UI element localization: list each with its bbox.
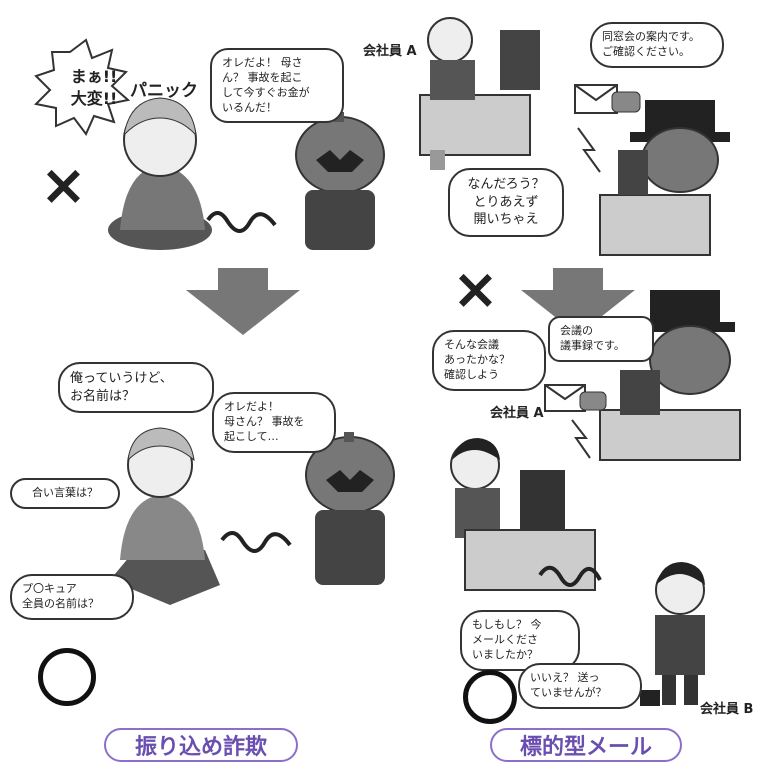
panic-label: パニック [130, 81, 198, 101]
verdict-circle-left [38, 648, 96, 706]
question-bubble-password: 合い言葉は？ [10, 478, 120, 509]
grandma-figure-top [108, 97, 212, 250]
employee-a-label-top: 会社員 A [363, 44, 417, 59]
call-bubble-a: もしもし？ 今 メールくださ いましたか？ [460, 610, 580, 671]
pumpkin-hacker-top [599, 100, 730, 256]
caption-furikome: 振り込め詐欺 [104, 728, 298, 762]
caller-bubble-bottom: オレだよ！ 母さん？ 事故を 起こして… [212, 392, 336, 453]
email-bubble-bottom: 会議の 議事録です。 [548, 316, 654, 362]
caption-targeted-mail: 標的型メール [490, 728, 682, 762]
grandma-figure-bottom [110, 427, 220, 605]
pumpkin-hacker-bottom [599, 290, 741, 461]
email-robot-bottom [544, 384, 607, 412]
question-bubble-name: 俺っていうけど、 お名前は？ [58, 362, 214, 414]
thought-bubble-top: なんだろう？ とりあえず 開いちゃえ [448, 168, 564, 237]
office-employee-b [640, 562, 705, 706]
call-bubble-b: いいえ？ 送っ ていませんが？ [518, 663, 642, 709]
shout-text: まぁ!! 大変!! [70, 67, 118, 108]
verdict-cross-right: × [452, 257, 499, 322]
thought-bubble-bottom: そんな会議 あったかな？ 確認しよう [432, 330, 546, 391]
down-arrow-right [521, 268, 635, 335]
email-bubble-top: 同窓会の案内です。 ご確認ください。 [590, 22, 724, 68]
caller-bubble-top: オレだよ！ 母さ ん？ 事故を起こ して今すぐお金が いるんだ！ [210, 48, 344, 124]
lightning-top [577, 127, 601, 173]
employee-b-label: 会社員 B [700, 702, 754, 717]
pumpkin-caller-bottom [305, 432, 395, 585]
office-employee-a-top [419, 17, 540, 170]
pumpkin-caller-top [295, 112, 385, 250]
employee-a-label-bottom: 会社員 A [490, 406, 544, 421]
lightning-bottom [571, 419, 591, 459]
down-arrow-left [186, 268, 300, 335]
question-bubble-precure: プ〇キュア 全員の名前は？ [10, 574, 134, 620]
shout-starburst [33, 38, 131, 136]
verdict-circle-right [463, 670, 517, 724]
office-employee-a-bottom [450, 438, 596, 591]
email-robot-top [574, 84, 641, 114]
verdict-cross-left: × [40, 153, 87, 218]
